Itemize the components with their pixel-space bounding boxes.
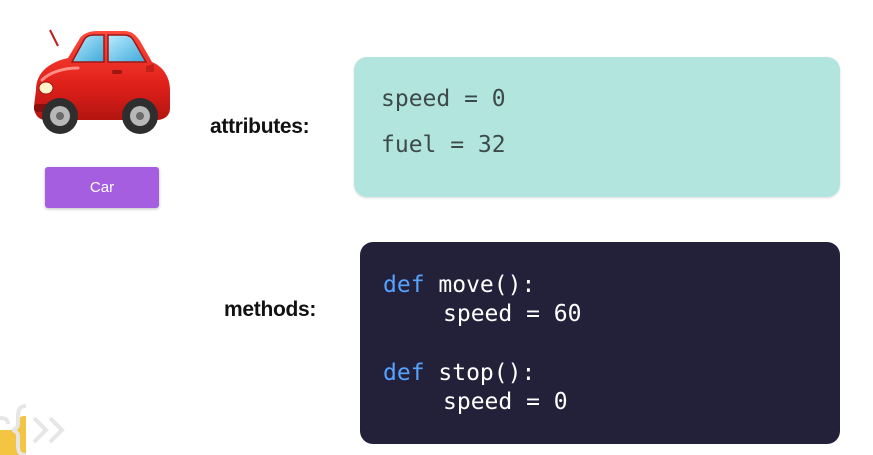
method-signature-line: def move():	[383, 271, 535, 300]
method-body-line: speed = 0	[443, 389, 568, 415]
def-keyword: def	[383, 272, 425, 298]
method-signature-line: def stop():	[383, 359, 535, 388]
car-button[interactable]: Car	[45, 167, 159, 208]
red-car-icon	[34, 29, 170, 134]
methods-code-box: def move(): speed = 60 def stop(): speed…	[360, 242, 840, 444]
def-keyword: def	[383, 360, 425, 386]
methods-label: methods:	[224, 298, 317, 321]
method-signature: stop():	[424, 360, 536, 386]
attributes-box: speed = 0 fuel = 32	[354, 57, 840, 197]
attribute-line: speed = 0	[381, 86, 506, 112]
attributes-label: attributes:	[210, 115, 310, 138]
method-body-line: speed = 60	[443, 301, 582, 327]
attribute-line: fuel = 32	[381, 132, 506, 158]
method-signature: move():	[424, 272, 536, 298]
brackets-logo-icon	[0, 404, 65, 455]
